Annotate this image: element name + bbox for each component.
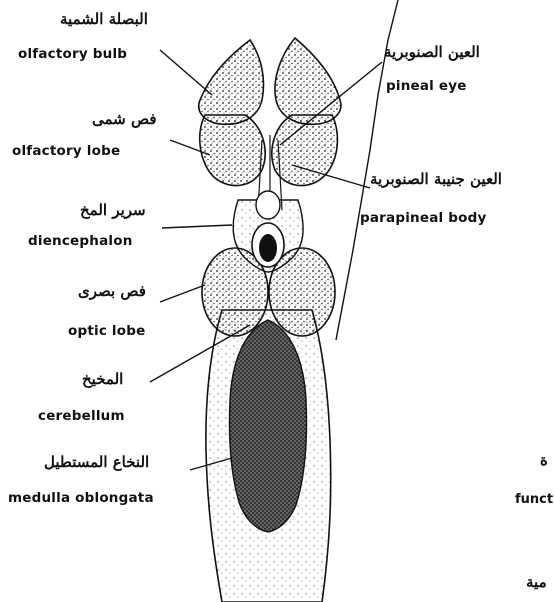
leader-optic-lobe xyxy=(160,285,205,302)
fragment-ar-bottom: مية xyxy=(526,575,547,590)
label-diencephalon-en: diencephalon xyxy=(28,235,133,249)
label-olfactory-lobe-en: olfactory lobe xyxy=(12,145,120,159)
olfactory-bulb-left xyxy=(199,40,264,124)
olfactory-lobe-left xyxy=(200,115,265,186)
label-medulla-ar: النخاع المستطيل xyxy=(44,455,149,470)
label-olfactory-lobe-ar: فص شمى xyxy=(92,112,157,127)
fragment-ar-right: ة xyxy=(540,453,548,468)
label-pineal-eye-ar: العين الصنوبرية xyxy=(384,45,480,60)
label-diencephalon-ar: سرير المخ xyxy=(80,203,146,218)
label-cerebellum-ar: المخيخ xyxy=(82,372,123,387)
label-optic-lobe-ar: فص بصرى xyxy=(78,284,146,299)
fragment-functi: functi xyxy=(515,493,554,506)
label-olfactory-bulb-en: olfactory bulb xyxy=(18,48,127,62)
label-pineal-eye-en: pineal eye xyxy=(386,80,467,94)
label-parapineal-ar: العين جنيبة الصنوبرية xyxy=(370,172,502,187)
label-optic-lobe-en: optic lobe xyxy=(68,325,145,339)
cerebellum-shape xyxy=(229,320,306,532)
label-medulla-en: medulla oblongata xyxy=(8,492,154,506)
label-olfactory-bulb-ar: البصلة الشمية xyxy=(60,12,148,27)
olfactory-bulb-right xyxy=(275,38,341,124)
label-parapineal-en: parapineal body xyxy=(360,212,486,226)
leader-diencephalon xyxy=(162,225,232,228)
leader-olfactory-bulb xyxy=(160,50,212,95)
label-cerebellum-en: cerebellum xyxy=(38,410,125,424)
